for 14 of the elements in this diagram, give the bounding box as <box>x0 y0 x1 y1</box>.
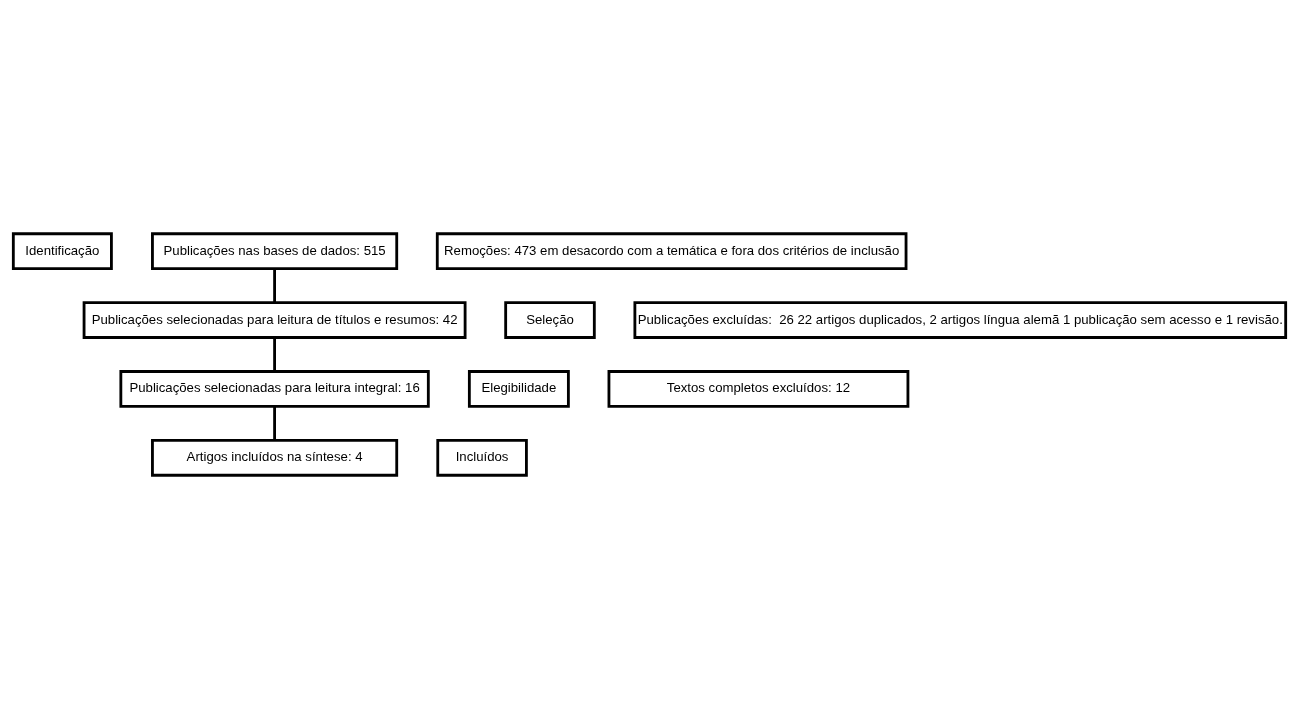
node-box: Identificação <box>11 232 113 271</box>
node-box: Incluídos <box>436 438 528 477</box>
connector <box>273 406 276 440</box>
connector <box>273 268 276 303</box>
connector <box>273 337 276 372</box>
node-box: Seleção <box>504 301 596 339</box>
node-box: Artigos incluídos na síntese: 4 <box>151 438 399 477</box>
node-box: Textos completos excluídos: 12 <box>607 370 910 408</box>
node-box: Publicações selecionadas para leitura integral: 16 <box>119 370 430 408</box>
node-box: Publicações excluídas: 26 22 artigos duplicados, 2 artigos língua alemã 1 publicação sem acesso e 1 revisão. <box>633 301 1288 339</box>
node-box: Elegibilidade <box>467 370 570 408</box>
node-box: Publicações nas bases de dados: 515 <box>151 232 399 271</box>
node-box: Remoções: 473 em desacordo com a temática e fora dos critérios de inclusão <box>435 232 908 271</box>
node-box: Publicações selecionadas para leitura de títulos e resumos: 42 <box>82 301 467 339</box>
